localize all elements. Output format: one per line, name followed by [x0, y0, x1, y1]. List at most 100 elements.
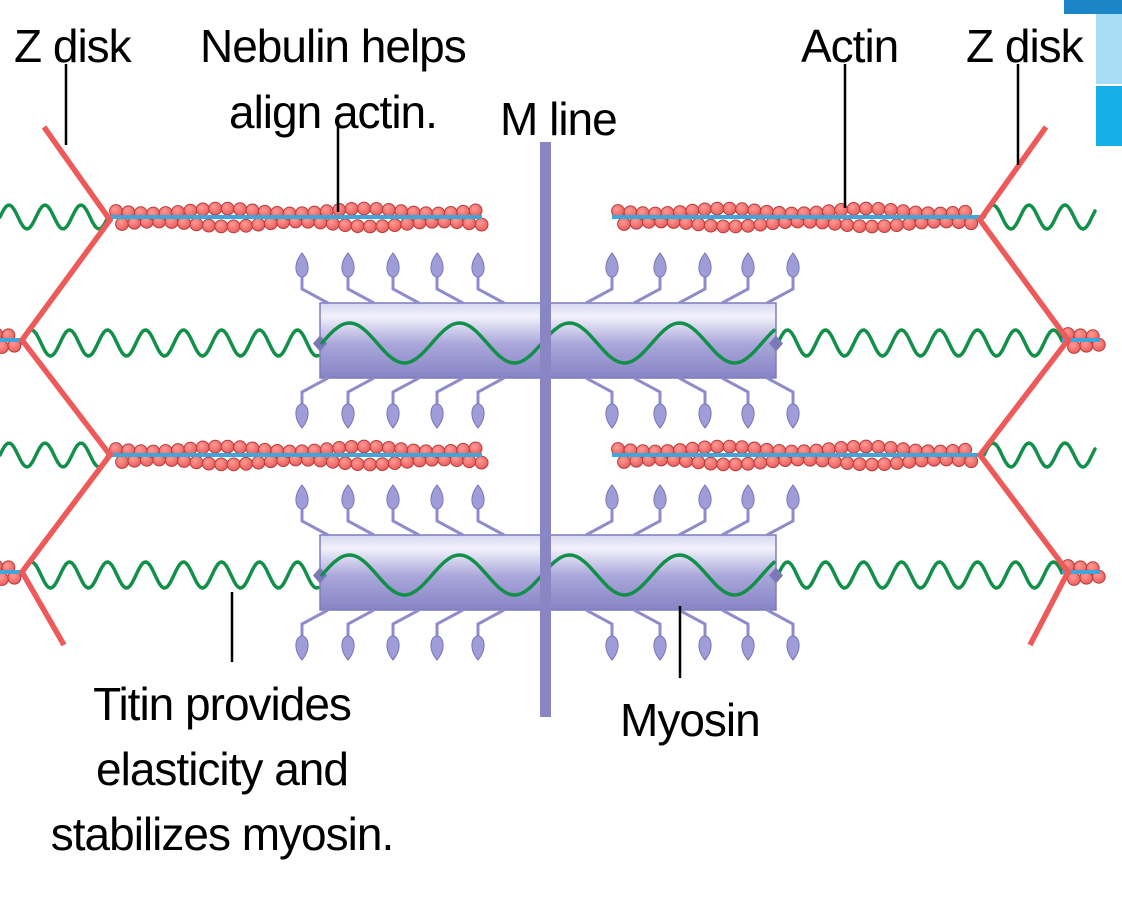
actin-bead: [189, 217, 204, 232]
corner-decoration: [1064, 0, 1122, 146]
myosin-head: [653, 252, 667, 278]
actin-bead: [381, 441, 396, 455]
m-line: [540, 142, 551, 717]
actin-bead: [226, 457, 241, 472]
myosin-head-arm: [346, 507, 375, 537]
myosin-head: [295, 484, 309, 510]
actin-bead: [189, 455, 204, 470]
myosin-head-arm: [300, 507, 329, 537]
actin-bead: [834, 441, 849, 455]
actin-bead: [233, 202, 247, 217]
myosin-head-arm: [678, 275, 707, 305]
actin-bead: [350, 457, 365, 472]
actin-bead: [741, 218, 755, 233]
actin-filament: [109, 201, 489, 234]
actin-bead: [381, 203, 396, 217]
actin-bead: [859, 439, 873, 454]
actin-bead: [214, 457, 229, 472]
myosin-head-arm: [633, 608, 662, 638]
actin-bead: [697, 202, 712, 217]
myosin-head: [341, 484, 355, 510]
myosin-head: [430, 252, 444, 278]
actin-bead: [889, 218, 904, 233]
label-m-line: M line: [500, 93, 617, 145]
myosin-head: [471, 403, 485, 429]
actin-bead: [387, 218, 402, 233]
titin-strand: [776, 328, 1064, 358]
myosin-head-arm: [300, 608, 329, 638]
actin-bead: [220, 201, 235, 216]
myosin-head-arm: [721, 275, 750, 305]
myosin-head-arm: [391, 275, 420, 305]
titin-strand: [982, 203, 1097, 231]
myosin-head-arm: [585, 275, 614, 305]
actin-bead: [474, 217, 489, 232]
actin-bead: [728, 219, 743, 234]
actin-bead: [703, 456, 718, 471]
myosin-head: [430, 403, 444, 429]
actin-bead: [827, 454, 842, 469]
actin-bead: [369, 440, 384, 454]
label-nebulin-line2: align actin.: [229, 86, 437, 138]
z-disk-right: [976, 125, 1072, 647]
actin-bead: [753, 455, 768, 470]
actin-bead: [735, 202, 749, 217]
actin-bead: [220, 439, 235, 454]
actin-bead: [852, 457, 867, 472]
actin-bead: [691, 455, 706, 470]
myosin-head: [653, 403, 667, 429]
myosin-head-arm: [476, 608, 505, 638]
myosin-head: [471, 252, 485, 278]
myosin-head: [698, 635, 712, 661]
actin-bead: [859, 201, 873, 216]
myosin-head: [698, 484, 712, 510]
actin-bead: [827, 216, 842, 231]
actin-bead: [338, 456, 353, 471]
actin-filament: [611, 439, 980, 472]
actin-bead: [741, 456, 755, 471]
actin-bead: [852, 219, 867, 234]
titin-anchor: [769, 335, 783, 352]
myosin-head-arm: [721, 507, 750, 537]
myosin-head: [341, 252, 355, 278]
z-disk-layer: [18, 125, 1072, 647]
myosin-head: [605, 252, 619, 278]
myosin-head: [430, 635, 444, 661]
myosin-head: [471, 484, 485, 510]
titin-strand: [776, 560, 1064, 590]
label-actin: Actin: [801, 20, 898, 72]
myosin-head-arm: [721, 376, 750, 406]
actin-bead: [338, 218, 353, 233]
actin-bead: [735, 440, 749, 455]
myosin-head: [386, 635, 400, 661]
myosin-head-arm: [391, 608, 420, 638]
actin-bead: [697, 440, 712, 455]
myosin-head-arm: [300, 376, 329, 406]
actin-bead: [691, 217, 706, 232]
myosin-head: [786, 252, 800, 278]
actin-layer: [0, 201, 1106, 586]
myosin-head-arm: [766, 507, 795, 537]
myosin-head: [295, 635, 309, 661]
myosin-head: [741, 252, 755, 278]
myosin-head: [295, 403, 309, 429]
myosin-head: [386, 252, 400, 278]
actin-bead: [865, 219, 879, 234]
myosin-head: [698, 252, 712, 278]
label-titin-line1: Titin provides: [93, 678, 351, 730]
actin-bead: [883, 441, 898, 455]
myosin-head-arm: [391, 376, 420, 406]
myosin-head: [741, 484, 755, 510]
actin-bead: [195, 202, 210, 217]
myosin-head: [341, 635, 355, 661]
actin-bead: [325, 454, 340, 469]
actin-bead: [0, 340, 9, 354]
actin-bead: [747, 441, 762, 456]
myosin-head-arm: [476, 376, 505, 406]
myosin-head: [430, 484, 444, 510]
actin-bead: [214, 219, 229, 234]
actin-bead: [716, 457, 731, 472]
actin-bead: [363, 219, 377, 234]
actin-bead: [871, 440, 886, 454]
actin-bead: [208, 439, 223, 454]
